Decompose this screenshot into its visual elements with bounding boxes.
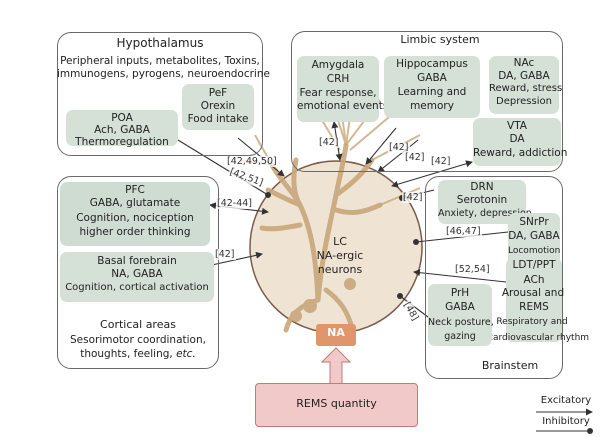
hippocampus-function-1: Learning and [397, 86, 467, 98]
vta-name: VTA [507, 120, 527, 132]
pfc-function-2: higher order thinking [79, 226, 191, 238]
pef-box [182, 84, 254, 130]
drn-name: DRN [470, 181, 494, 193]
poa-name: POA [111, 112, 133, 124]
basal-forebrain-name: Basal forebrain [97, 255, 177, 267]
na-box [316, 324, 356, 346]
ldt-ppt-box [506, 258, 562, 342]
amygdala-function-2: emotional events [297, 100, 389, 112]
ldt-ppt-function-4: cardiovascular rhythm [488, 333, 590, 343]
brainstem-box [425, 176, 563, 379]
poa-box [66, 110, 178, 146]
legend-inhibitory: Inhibitory [542, 416, 590, 427]
rems-quantity-box [255, 383, 418, 427]
pef-transmitters: Orexin [200, 100, 236, 112]
basal-forebrain-transmitters: NA, GABA [111, 268, 163, 280]
ref-snrpr: [46,47] [445, 226, 482, 237]
ref-hippocampus-b: [42] [404, 152, 426, 163]
poa-function: Thermoregulation [75, 136, 169, 148]
arrow-hippocampus-b [377, 139, 419, 173]
pfc-box [60, 182, 210, 246]
nac-function-1: Reward, stress [489, 83, 563, 94]
amygdala-name: Amygdala [311, 59, 365, 71]
snrpr-name: SNrPr [519, 216, 549, 228]
lc-label-3: neurons [317, 263, 363, 276]
ldt-ppt-name: LDT/PPT [512, 259, 556, 271]
ref-drn: [42] [402, 192, 424, 203]
lc-label-1: LC [333, 235, 347, 248]
snrpr-box [508, 213, 560, 265]
hypothalamus-inputs-2: immunogens, pyrogens, neuroendocrine [57, 68, 270, 80]
arrow-ldt [413, 269, 507, 283]
nac-transmitters: DA, GABA [498, 70, 550, 82]
vta-transmitters: DA [509, 133, 525, 145]
pef-name: PeF [208, 87, 228, 99]
vta-function: Reward, addiction [473, 147, 568, 159]
prh-function-1: Neck posture, [428, 317, 494, 328]
rems-quantity-label: REMS quantity [296, 397, 377, 410]
prh-function-2: gazing [444, 331, 476, 342]
drn-transmitters: Serotonin [456, 194, 508, 206]
nac-name: NAc [513, 57, 535, 69]
hippocampus-transmitters: GABA [417, 72, 447, 84]
hippocampus-box [384, 56, 480, 118]
ref-basal: [42] [214, 249, 236, 260]
ref-ldt: [52,54] [454, 264, 491, 275]
hypothalamus-title: Hypothalamus [116, 36, 204, 50]
brainstem-title: Brainstem [481, 359, 539, 372]
cortical-desc-1: Sesorimotor coordination, [70, 334, 206, 346]
cortical-desc-2: thoughts, feeling, etc. [80, 348, 196, 360]
pef-function: Food intake [187, 113, 249, 125]
prh-name: PrH [450, 287, 470, 299]
snrpr-transmitters: DA, GABA [508, 230, 560, 242]
arrow-prh [399, 295, 433, 321]
pfc-function-1: Cognition, nociception [76, 212, 194, 224]
cortical-title: Cortical areas [100, 318, 176, 331]
prh-transmitters: GABA [445, 301, 475, 313]
ldt-ppt-function-2: REMS [519, 301, 549, 313]
hypothalamus-inputs-1: Peripheral inputs, metabolites, Toxins, [60, 55, 260, 67]
na-label: NA [327, 326, 345, 339]
legend-excitatory: Excitatory [540, 395, 592, 406]
ref-amygdala: [42] [318, 137, 340, 148]
ref-pfc: [42-44] [216, 198, 254, 209]
vta-box [473, 118, 561, 166]
basal-forebrain-box [60, 252, 214, 302]
limbic-box [291, 31, 563, 172]
hypothalamus-box [57, 32, 263, 156]
snrpr-function: Locomotion [508, 246, 561, 256]
ref-hypothalamus-a: [42,49,50] [226, 156, 278, 167]
drn-function: Anxiety, depression [438, 208, 532, 219]
amygdala-box [297, 56, 379, 122]
pfc-name: PFC [125, 184, 145, 196]
arrow-vta [391, 160, 473, 188]
lc-label-2: NA-ergic [316, 249, 364, 262]
nac-function-2: Depression [496, 96, 552, 107]
ldt-ppt-transmitters: ACh [523, 274, 545, 286]
neuron-illustration [259, 142, 383, 333]
arrow-snrpr [415, 231, 509, 243]
limbic-title: Limbic system [400, 33, 480, 46]
ldt-ppt-function-1: Arousal and [501, 287, 565, 299]
ldt-ppt-function-3: Respiratory and [496, 317, 568, 327]
nac-box [489, 56, 559, 114]
basal-forebrain-function: Cognition, cortical activation [65, 282, 209, 293]
arrow-hippocampus-a [365, 127, 397, 165]
poa-transmitters: Ach, GABA [94, 124, 150, 136]
ref-vta: [42] [430, 156, 452, 167]
hippocampus-function-2: memory [410, 100, 454, 112]
pfc-transmitters: GABA, glutamate [89, 197, 181, 209]
cortical-box [57, 176, 219, 369]
amygdala-function-1: Fear response, [299, 87, 377, 99]
prh-box [428, 284, 492, 346]
ref-hippocampus-a: [42] [388, 142, 410, 153]
amygdala-transmitters: CRH [326, 73, 350, 85]
hippocampus-name: Hippocampus [396, 58, 468, 70]
